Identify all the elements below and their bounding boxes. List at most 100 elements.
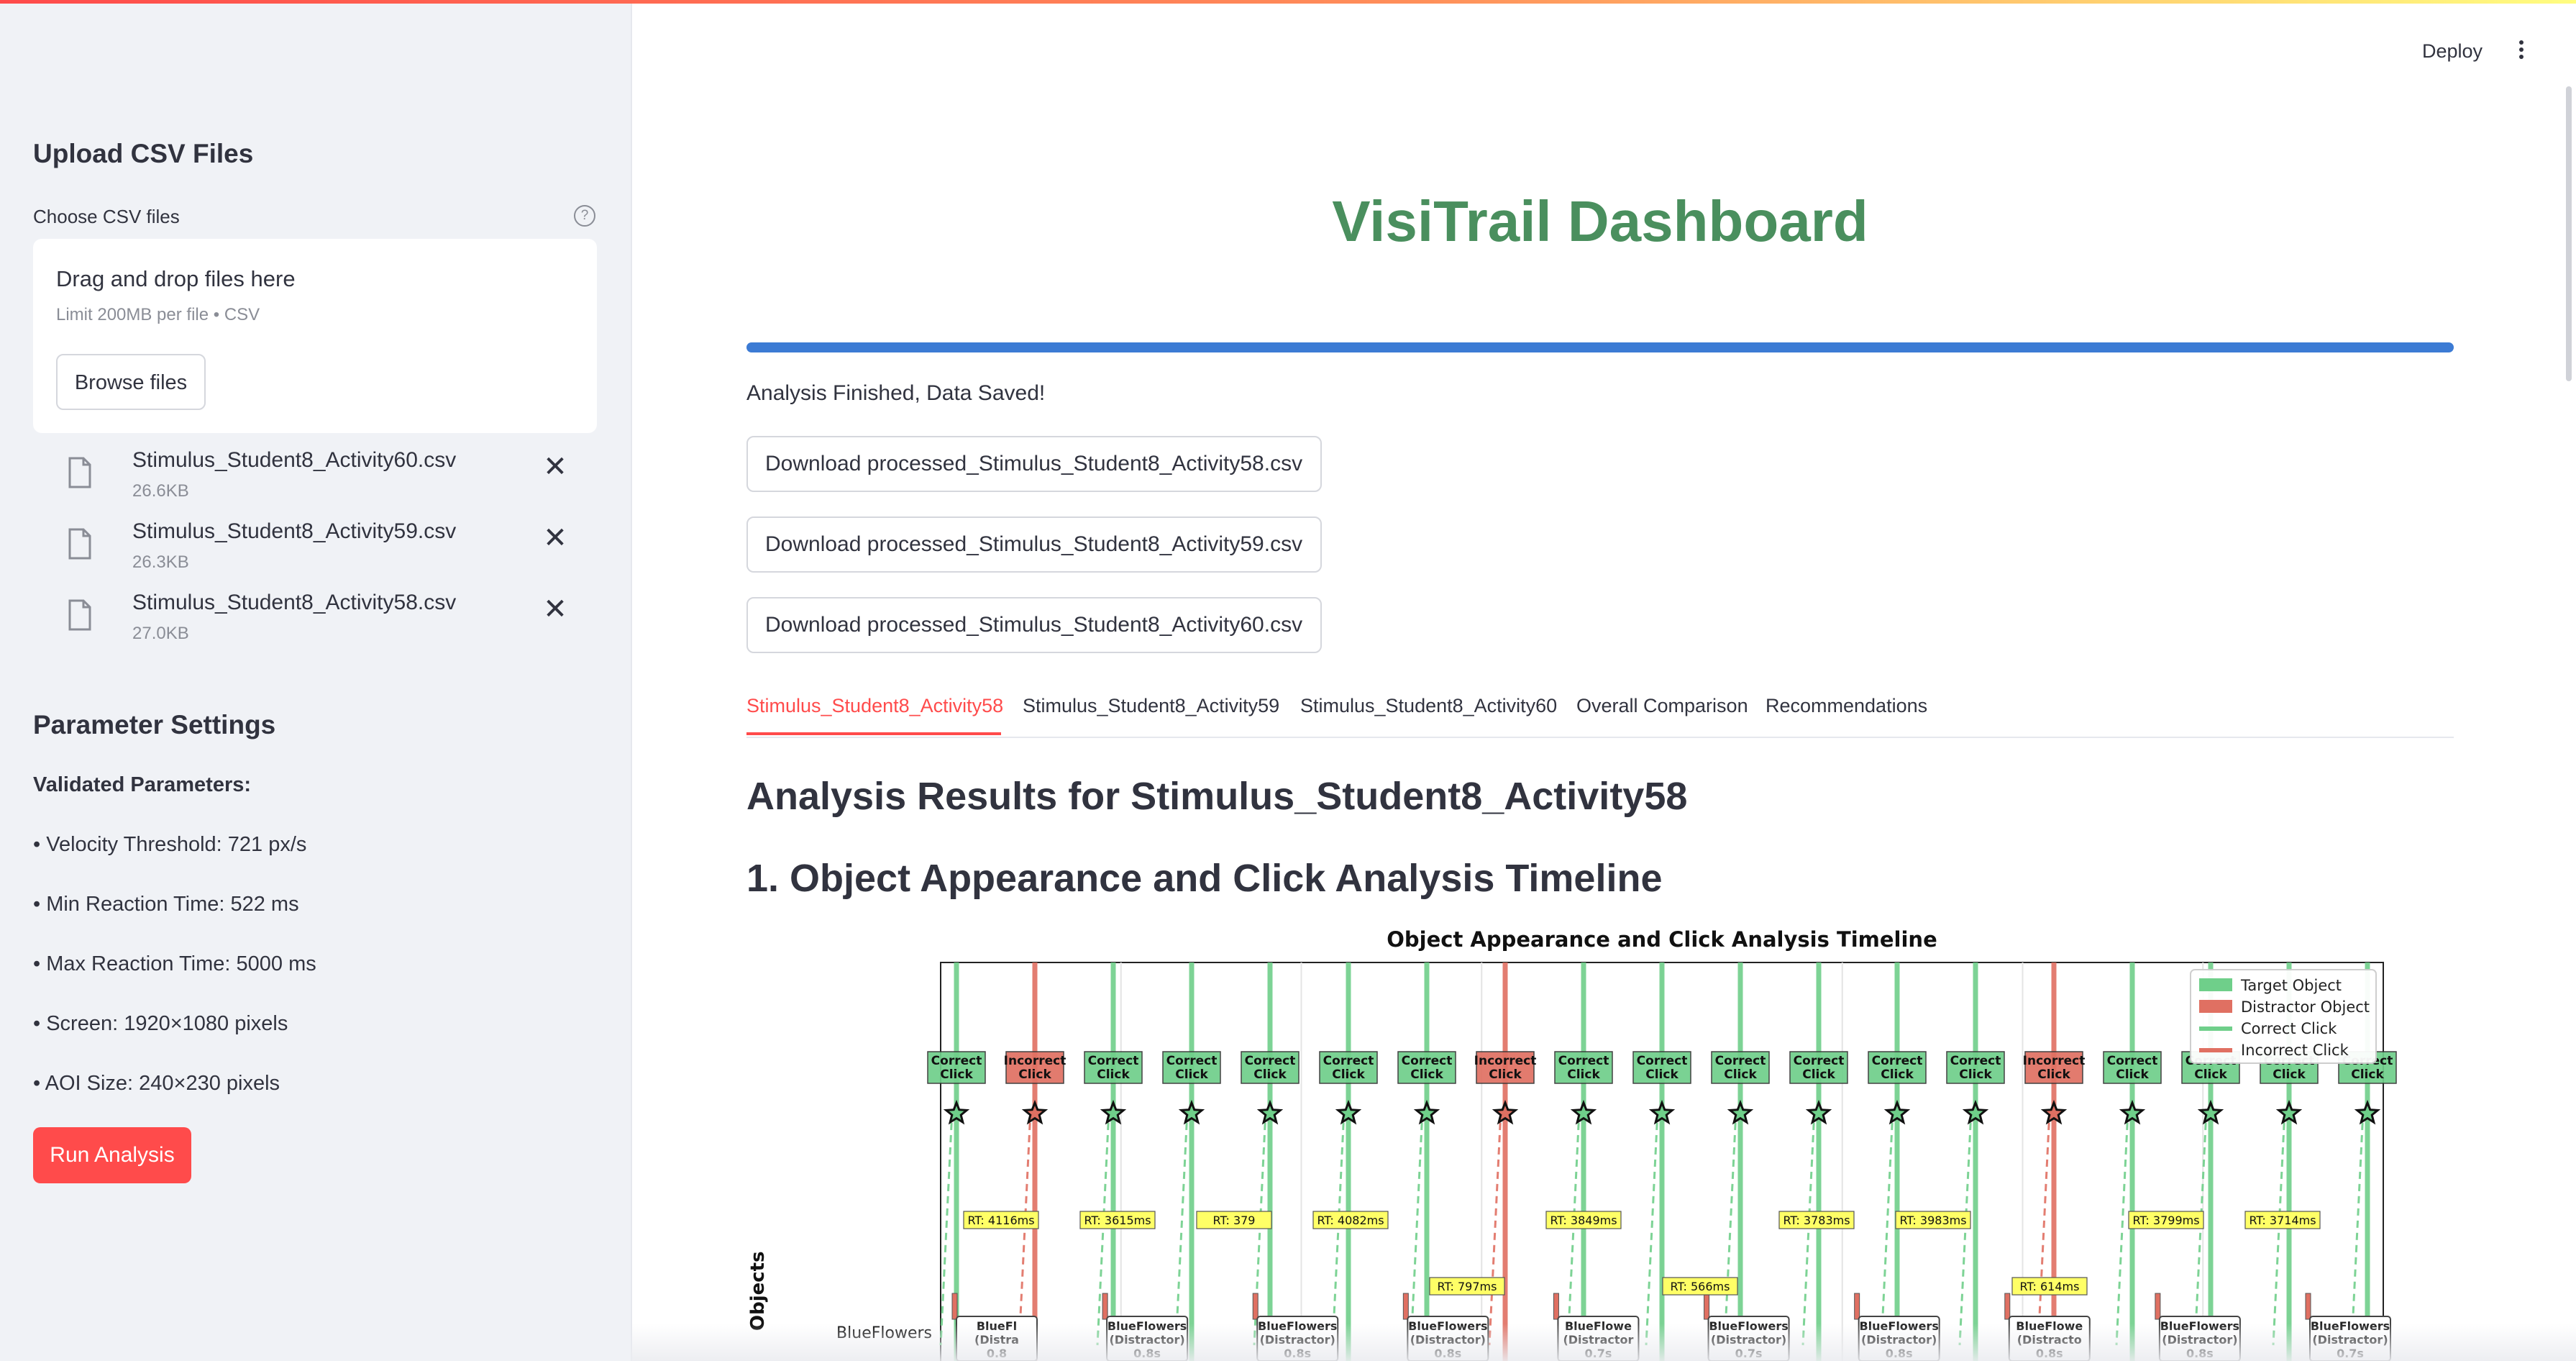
click-connector [2115,1110,2129,1346]
file-icon [68,599,91,631]
click-star-marker [1178,1099,1205,1125]
chart-title: Object Appearance and Click Analysis Tim… [1387,928,1937,952]
tab-recommendations[interactable]: Recommendations [1766,695,1928,716]
dropzone-title: Drag and drop files here [56,266,296,291]
click-label: Click [1645,1068,1678,1082]
reaction-time-box [1545,1211,1622,1229]
click-label-box [1554,1051,1613,1084]
reaction-time-label: RT: 797ms [1438,1280,1497,1293]
object-appearance-bar [2155,1293,2161,1320]
upload-section-title: Upload CSV Files [33,139,254,168]
remove-file-icon[interactable]: ✕ [543,593,567,625]
click-label: Click [2116,1068,2149,1082]
y-axis-label: Objects [747,1251,769,1331]
tab-activity59[interactable]: Stimulus_Student8_Activity59 [1023,695,1280,716]
object-appearance-bar [1402,1293,1409,1320]
click-label: Click [1802,1068,1835,1082]
status-message: Analysis Finished, Data Saved! [746,381,1046,405]
run-analysis-button[interactable]: Run Analysis [33,1127,191,1183]
reaction-time-label: RT: 4082ms [1317,1214,1384,1227]
click-label: Click [1724,1068,1757,1082]
click-label: Click [1489,1068,1522,1082]
bottom-fade [631,1324,2576,1361]
tab-overall-comparison[interactable]: Overall Comparison [1576,695,1748,716]
click-label-box [1711,1051,1770,1084]
click-connector [2037,1110,2051,1346]
tab-activity60[interactable]: Stimulus_Student8_Activity60 [1300,695,1558,716]
reaction-time-box [1196,1211,1272,1229]
click-label: Click [1567,1068,1600,1082]
analysis-heading: Analysis Results for Stimulus_Student8_A… [746,775,1688,818]
file-dropzone[interactable]: Drag and drop files here Limit 200MB per… [33,239,597,433]
download-activity60-button[interactable]: Download processed_Stimulus_Student8_Act… [746,597,1322,653]
reaction-time-label: RT: 3783ms [1783,1214,1850,1227]
click-connector [1410,1110,1424,1346]
object-appearance-bar [2004,1293,2011,1320]
click-connector [1018,1110,1032,1346]
click-connector [1488,1110,1502,1346]
reaction-time-box [1662,1277,1738,1296]
main-scrollbar[interactable] [2566,86,2572,381]
click-star-marker [1570,1099,1597,1125]
click-label: Correct [1558,1054,1609,1068]
kebab-menu-icon[interactable] [2514,37,2529,63]
click-label-box [1632,1051,1691,1084]
uploaded-file-row: Stimulus_Student8_Activity58.csv 27.0KB … [65,591,597,655]
click-label: Click [1881,1068,1914,1082]
object-appearance-bar [1704,1293,1710,1320]
reaction-time-label: RT: 3983ms [1899,1214,1966,1227]
reaction-time-box [1079,1211,1156,1229]
browse-files-button[interactable]: Browse files [56,354,206,410]
click-label: Click [1410,1068,1443,1082]
legend-box [2190,969,2377,1064]
deploy-button[interactable]: Deploy [2422,40,2483,62]
click-label: Correct [1088,1054,1139,1068]
click-label: Incorrect [1474,1054,1537,1068]
click-star-marker [2275,1099,2303,1125]
param-min-reaction-time: • Min Reaction Time: 522 ms [33,893,299,916]
click-label-box [1946,1051,2005,1084]
click-connector [1566,1110,1581,1346]
active-tab-indicator [746,732,1001,735]
tab-activity58[interactable]: Stimulus_Student8_Activity58 [746,695,1004,716]
reaction-time-label: RT: 566ms [1671,1280,1730,1293]
click-star-marker [943,1099,970,1125]
click-label: Correct [1794,1054,1845,1068]
param-velocity-threshold: • Velocity Threshold: 721 px/s [33,833,307,856]
object-appearance-bar [2305,1293,2311,1320]
remove-file-icon[interactable]: ✕ [543,451,567,483]
legend-swatch [2199,978,2232,991]
progress-bar [746,342,2454,352]
click-connector [1880,1110,1894,1346]
click-star-marker [2354,1099,2381,1125]
click-label: Correct [1715,1054,1766,1068]
click-label: Click [1959,1068,1992,1082]
click-connector [1801,1110,1816,1346]
timeline-heading: 1. Object Appearance and Click Analysis … [746,857,1663,900]
click-label: Correct [1872,1054,1923,1068]
click-connector [2350,1110,2365,1346]
click-star-marker [1805,1099,1832,1125]
click-star-marker [1648,1099,1676,1125]
timeline-chart: Object Appearance and Click Analysis Tim… [747,928,2397,1361]
click-label-box [1789,1051,1848,1084]
remove-file-icon[interactable]: ✕ [543,522,567,554]
download-activity59-button[interactable]: Download processed_Stimulus_Student8_Act… [746,516,1322,573]
click-label: Click [2194,1068,2227,1082]
click-label: Correct [1637,1054,1688,1068]
click-connector [939,1110,954,1346]
click-star-marker [1883,1099,1911,1125]
object-appearance-bar [1252,1293,1259,1320]
click-label: Correct [1323,1054,1374,1068]
click-connector [1174,1110,1189,1346]
object-appearance-bar [1553,1293,1559,1320]
param-screen: • Screen: 1920×1080 pixels [33,1012,288,1035]
help-icon[interactable]: ? [574,205,595,227]
click-label-box [1868,1051,1927,1084]
uploaded-file-row: Stimulus_Student8_Activity60.csv 26.6KB … [65,448,597,513]
download-activity58-button[interactable]: Download processed_Stimulus_Student8_Act… [746,436,1322,492]
click-star-marker [1100,1099,1127,1125]
reaction-time-box [963,1211,1039,1229]
click-star-marker [2040,1099,2068,1125]
click-label-box [1241,1051,1300,1084]
